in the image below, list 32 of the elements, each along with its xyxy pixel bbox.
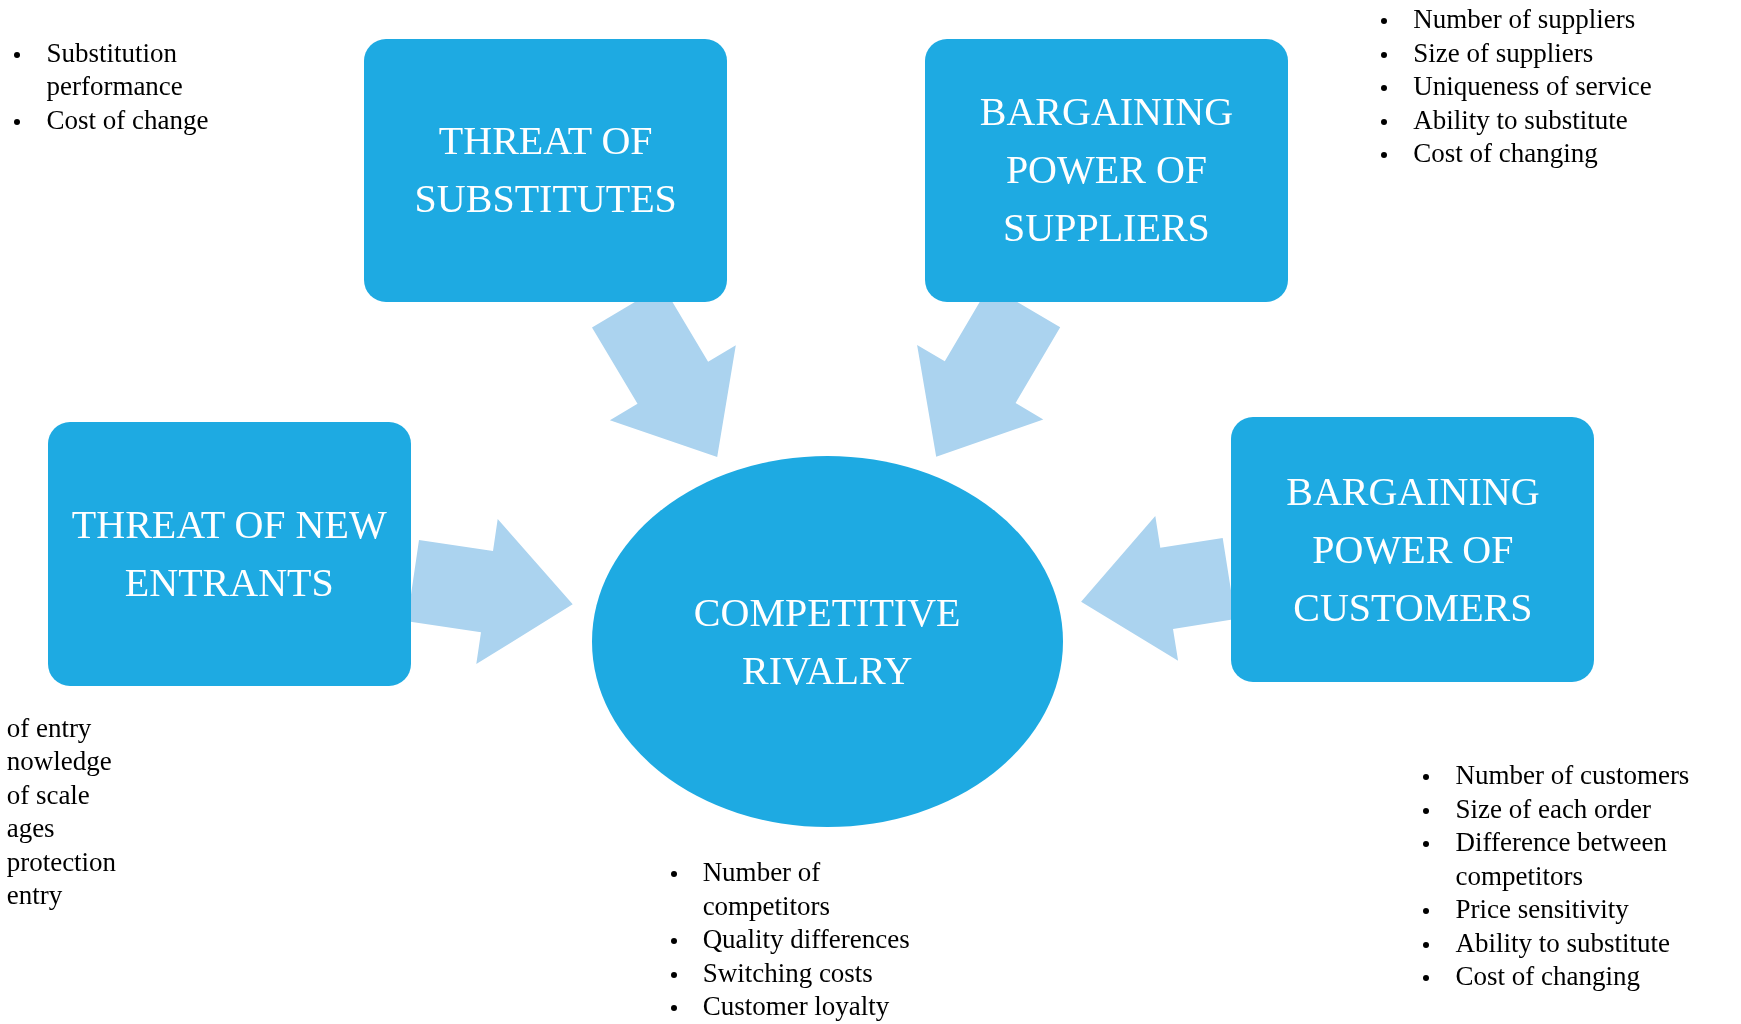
bullet-text: Ability to substitute: [1455, 926, 1671, 960]
bullet-text: Difference between competitors: [1455, 826, 1669, 893]
box-label: THREAT OF NEW ENTRANTS: [70, 501, 388, 608]
bullet-text: entry: [6, 879, 64, 913]
force-box: [924, 38, 1288, 302]
bullet-text: Size of each order: [1455, 792, 1653, 826]
bullet-text: Uniqueness of service: [1413, 70, 1653, 104]
bullet-text: Cost of change: [46, 103, 210, 137]
bullet-text: Cost of changing: [1413, 137, 1599, 171]
force-box: [1231, 417, 1595, 682]
bullet-text: Quality differences: [702, 923, 911, 957]
bullet-text: Price sensitivity: [1455, 893, 1630, 927]
bullet-text: Size of suppliers: [1413, 36, 1595, 70]
bullet-text: of scale: [6, 778, 91, 812]
bullet-text: Substitution performance: [46, 36, 184, 104]
box-label: THREAT OF SUBSTITUTES: [413, 117, 678, 224]
bullet-text: Number of competitors: [702, 856, 832, 923]
bullet-text: Number of suppliers: [1413, 3, 1637, 37]
bullet-text: Ability to substitute: [1413, 103, 1629, 137]
bullet-text: Switching costs: [702, 956, 874, 990]
bullet-text: Customer loyalty: [702, 990, 891, 1024]
bullet-text: Cost of changing: [1455, 960, 1641, 994]
force-box: [364, 38, 728, 302]
box-label: COMPETITIVE RIVALRY: [692, 588, 962, 695]
box-label: BARGAINING POWER OF SUPPLIERS: [978, 88, 1235, 253]
bullet-text: of entry: [6, 711, 93, 745]
bullet-text: ages: [6, 812, 56, 846]
box-label: BARGAINING POWER OF CUSTOMERS: [1285, 467, 1541, 632]
bullet-text: nowledge: [6, 745, 113, 779]
bullet-text: protection: [6, 845, 118, 879]
force-box: [47, 421, 411, 687]
bullet-text: Number of customers: [1455, 759, 1691, 793]
